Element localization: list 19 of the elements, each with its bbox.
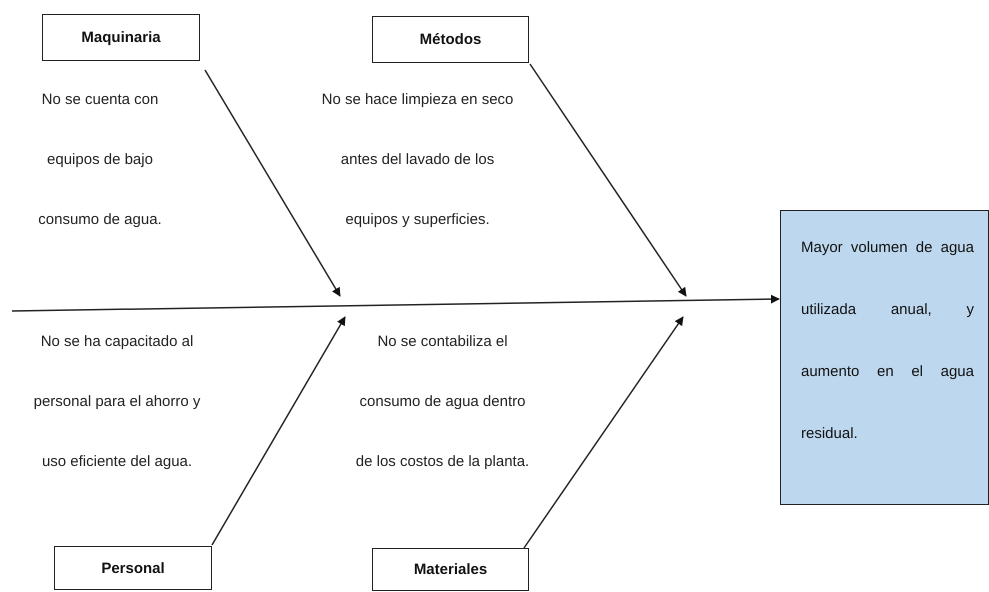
effect-text: Mayor volumen de agua utilizada anual, y aumento en el agua residual.	[801, 238, 974, 444]
category-box	[42, 14, 200, 61]
category-label: Métodos	[420, 31, 482, 48]
cause-text: No se cuenta con equipos de bajo consumo de agua.	[37, 90, 163, 230]
arrow	[211, 316, 346, 546]
category-box	[372, 16, 529, 63]
arrow	[523, 316, 684, 548]
arrow	[204, 70, 341, 297]
spine-arrow	[12, 294, 780, 312]
category-label: Materiales	[414, 561, 488, 578]
category-box	[372, 548, 529, 591]
category-box	[54, 546, 212, 590]
cause-text: No se hace limpieza en seco antes del lavado de los equipos y superficies.	[320, 90, 514, 230]
category-label: Personal	[101, 560, 165, 576]
cause-text: No se contabiliza el consumo de agua dentro de los costos de la planta.	[354, 332, 530, 472]
effect-box	[780, 210, 989, 505]
category-label: Maquinaria	[81, 29, 161, 46]
arrow	[529, 64, 687, 297]
cause-text: No se ha capacitado al personal para el ahorro y uso eficiente del agua.	[32, 332, 202, 472]
